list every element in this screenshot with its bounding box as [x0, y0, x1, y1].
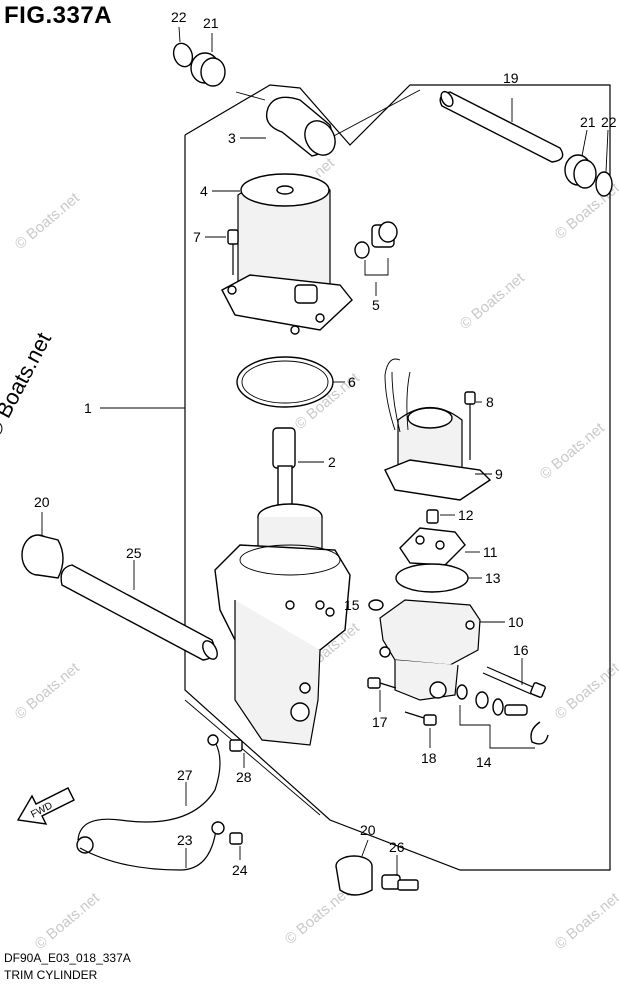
callout-2: 2	[328, 454, 336, 470]
o-ring-15	[368, 599, 384, 611]
bolt-24	[229, 832, 243, 845]
callout-22a: 22	[171, 9, 187, 25]
callout-26: 26	[389, 839, 405, 855]
callouts: 1 2 3 4 5 6 7 8 9 10 11 12 13 14 15 16 1…	[34, 9, 617, 878]
callout-19: 19	[503, 70, 519, 86]
pin-19	[439, 90, 564, 163]
callout-4: 4	[200, 183, 208, 199]
callout-28: 28	[236, 769, 252, 785]
callout-25: 25	[126, 545, 142, 561]
o-ring-13	[395, 563, 469, 593]
bushing-20-left	[21, 534, 64, 579]
valve-set-14	[456, 684, 549, 745]
piston-rod-2	[272, 427, 296, 517]
leader	[235, 91, 266, 101]
watermark: © Boats.net	[537, 419, 609, 483]
bolt-26	[381, 874, 419, 891]
drawing-code: DF90A_E03_018_337A	[4, 951, 131, 965]
callout-1: 1	[84, 400, 92, 416]
ground-wire-23	[79, 821, 225, 871]
cylinder-body	[214, 503, 351, 746]
motor-9	[384, 358, 492, 501]
callout-13: 13	[485, 570, 501, 586]
fwd-arrow: FWD	[16, 787, 75, 825]
o-ring-6	[236, 356, 334, 408]
watermark: © Boats.net	[282, 884, 354, 948]
callout-24: 24	[232, 862, 248, 878]
assembly-outline	[184, 84, 611, 871]
callout-23: 23	[177, 832, 193, 848]
bushing-3	[265, 96, 336, 157]
callout-10: 10	[508, 614, 524, 630]
leader	[329, 89, 421, 139]
callout-21b: 21	[580, 114, 596, 130]
callout-7: 7	[193, 229, 201, 245]
reservoir-4	[221, 173, 353, 335]
watermark: © Boats.net	[552, 889, 619, 953]
callout-16: 16	[513, 642, 529, 658]
bolt-17	[367, 677, 397, 689]
callout-17: 17	[372, 714, 388, 730]
callout-14: 14	[476, 754, 492, 770]
watermark: © Boats.net	[552, 659, 619, 723]
bolt-28	[229, 739, 243, 752]
pin-25	[60, 564, 218, 661]
leader	[184, 699, 321, 816]
watermark: © Boats.net	[32, 889, 104, 953]
bushing-20-bottom	[335, 855, 373, 896]
pump-11	[399, 527, 466, 566]
callout-5: 5	[372, 297, 380, 313]
callout-11: 11	[483, 544, 498, 560]
watermark: © Boats.net	[12, 659, 84, 723]
figure-title: FIG.337A	[4, 2, 113, 29]
callout-27: 27	[177, 767, 193, 783]
ground-wire-27	[76, 734, 221, 854]
bracket	[459, 705, 535, 749]
callout-9: 9	[495, 466, 503, 482]
callout-20b: 20	[360, 822, 376, 838]
callout-15: 15	[344, 597, 360, 613]
callout-12: 12	[458, 507, 474, 523]
bolt-18	[404, 711, 437, 726]
bolt-16	[482, 666, 546, 698]
manifold-10	[379, 599, 481, 701]
callout-8: 8	[486, 394, 494, 410]
callout-22b: 22	[601, 114, 617, 130]
snap-ring-22-right	[595, 171, 613, 197]
bolt-8	[464, 391, 476, 460]
bushing-21-right	[564, 154, 597, 189]
drawing-name: TRIM CYLINDER	[4, 968, 98, 982]
callout-18: 18	[421, 750, 437, 766]
bracket	[364, 258, 389, 276]
callout-21a: 21	[203, 15, 219, 31]
watermark: © Boats.net	[457, 269, 529, 333]
valve-5	[354, 221, 398, 259]
leader-lines	[41, 26, 609, 876]
callout-3: 3	[228, 130, 236, 146]
bolt-7	[227, 229, 239, 275]
callout-20a: 20	[34, 494, 50, 510]
valve-12	[426, 509, 439, 524]
bushing-21-top	[190, 52, 226, 87]
callout-6: 6	[348, 374, 356, 390]
watermark: © Boats.net	[12, 189, 84, 253]
snap-ring-22-top	[172, 42, 194, 68]
